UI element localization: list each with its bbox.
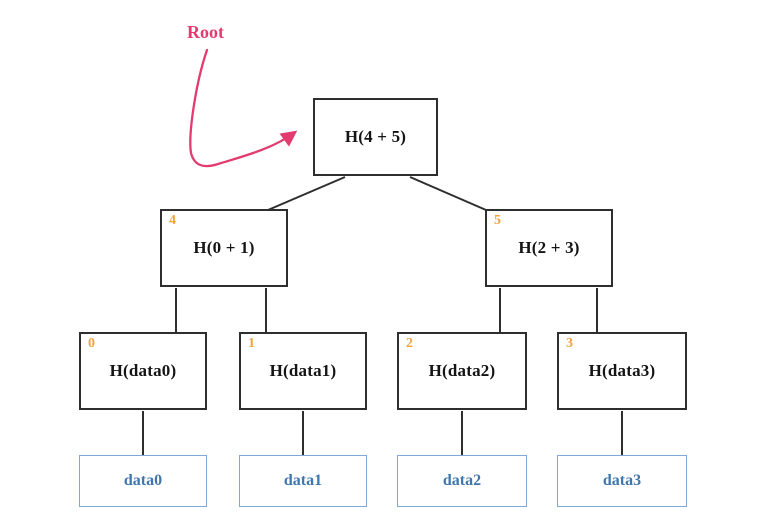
node-h01-label: H(0 + 1) [193, 238, 255, 257]
node-hdata1-index: 1 [248, 336, 255, 351]
data-block-1: data1 [239, 455, 367, 507]
data-block-3-label: data3 [602, 472, 642, 489]
node-h23-label: H(2 + 3) [518, 238, 580, 257]
node-hdata0-label: H(data0) [109, 361, 177, 380]
data-block-1-label: data1 [283, 472, 323, 489]
node-hdata1-label: H(data1) [269, 361, 337, 380]
data-block-0-label: data0 [123, 472, 163, 489]
node-hdata0: 0 H(data0) [79, 332, 207, 410]
data-block-2: data2 [397, 455, 527, 507]
node-h01: 4 H(0 + 1) [160, 209, 288, 287]
root-pointer-arrow [189, 48, 298, 168]
node-root-label: H(4 + 5) [344, 127, 407, 146]
data-block-2-label: data2 [442, 472, 482, 489]
tree-edges [142, 176, 623, 456]
node-hdata2-label: H(data2) [428, 361, 496, 380]
node-h01-index: 4 [169, 213, 176, 228]
edge-root-to-h23 [409, 176, 487, 211]
data-block-3: data3 [557, 455, 687, 507]
edge-root-to-h01 [267, 176, 346, 211]
node-hdata2: 2 H(data2) [397, 332, 527, 410]
node-hdata3: 3 H(data3) [557, 332, 687, 410]
node-h23: 5 H(2 + 3) [485, 209, 613, 287]
node-hdata0-index: 0 [88, 336, 95, 351]
node-h23-index: 5 [494, 213, 501, 228]
node-hdata1: 1 H(data1) [239, 332, 367, 410]
node-hdata2-index: 2 [406, 336, 413, 351]
root-pointer-label: Root [187, 22, 224, 42]
node-hdata3-label: H(data3) [588, 361, 656, 380]
data-block-0: data0 [79, 455, 207, 507]
node-root: H(4 + 5) [313, 98, 438, 176]
node-hdata3-index: 3 [566, 336, 573, 351]
